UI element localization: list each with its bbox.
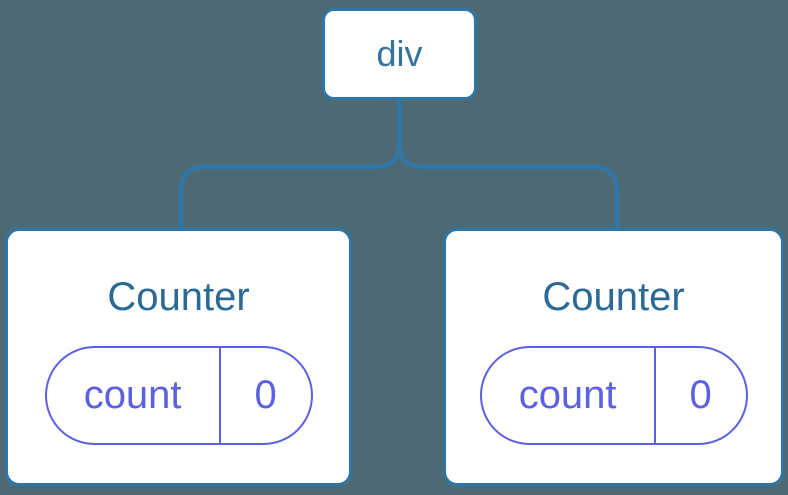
counter-title: Counter bbox=[107, 275, 250, 319]
root-node: div bbox=[322, 8, 477, 100]
state-pill: count 0 bbox=[479, 346, 748, 445]
root-node-label: div bbox=[376, 33, 423, 74]
state-value: 0 bbox=[254, 373, 277, 417]
counter-title: Counter bbox=[542, 275, 685, 319]
state-pill: count 0 bbox=[44, 346, 313, 445]
connector-right-branch bbox=[397, 98, 620, 230]
state-key-label: count bbox=[47, 348, 221, 443]
counter-node-left: Counter count 0 bbox=[5, 228, 352, 486]
counter-node-right: Counter count 0 bbox=[443, 228, 784, 486]
state-key-label: count bbox=[482, 348, 656, 443]
connector-left-branch bbox=[178, 98, 402, 230]
state-value: 0 bbox=[689, 373, 712, 417]
